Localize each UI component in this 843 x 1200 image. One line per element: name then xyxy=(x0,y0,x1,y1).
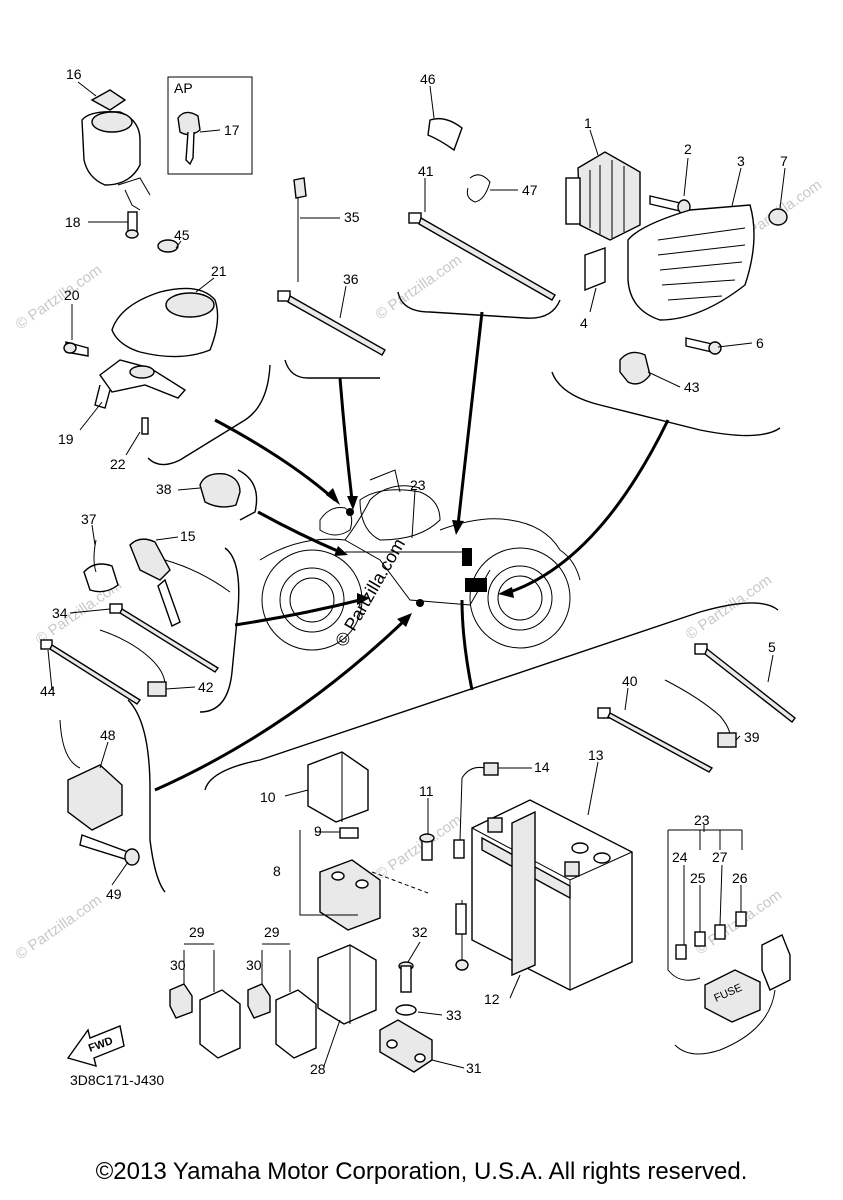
callout-label: 14 xyxy=(534,759,550,775)
rectifier-regulator-icon xyxy=(565,151,691,241)
battery-lead-icon xyxy=(453,762,499,971)
callout-label: 21 xyxy=(211,263,227,279)
callout-label: 10 xyxy=(260,789,276,805)
callout-label: 1 xyxy=(584,115,592,131)
callout-label: 49 xyxy=(106,886,122,902)
callout-labels: 1 2 3 4 5 6 7 8 9 10 11 12 13 14 15 16 1… xyxy=(40,66,788,1077)
callout-label: 7 xyxy=(780,153,788,169)
callout-label: 42 xyxy=(198,679,214,695)
ap-key-box: AP xyxy=(167,76,253,175)
callout-label: 39 xyxy=(744,729,760,745)
region-brackets xyxy=(127,291,781,893)
meter-bracket-icon xyxy=(63,341,187,435)
callout-label: 17 xyxy=(224,122,240,138)
cable-tie-icon xyxy=(408,212,556,301)
callout-label: 5 xyxy=(768,639,776,655)
callout-label: 41 xyxy=(418,163,434,179)
callout-label: 18 xyxy=(65,214,81,230)
relay-icon xyxy=(247,950,317,1059)
holder-icon xyxy=(83,539,119,593)
band-icon xyxy=(199,473,241,508)
callout-label: 35 xyxy=(344,209,360,225)
relay-cover-icon xyxy=(307,751,369,823)
region-leaders xyxy=(154,311,670,792)
callout-label: 26 xyxy=(732,870,748,886)
callout-label: 29 xyxy=(189,924,205,940)
callout-label: 44 xyxy=(40,683,56,699)
callout-label: 8 xyxy=(273,863,281,879)
watermark: © Partzilla.com xyxy=(373,251,466,323)
callout-label: 33 xyxy=(446,1007,462,1023)
callout-label: 23 xyxy=(410,477,426,493)
callout-label: 3 xyxy=(737,153,745,169)
callout-label: 24 xyxy=(672,849,688,865)
callout-label: 32 xyxy=(412,924,428,940)
callout-label: 48 xyxy=(100,727,116,743)
callout-label: 15 xyxy=(180,528,196,544)
callout-label: 46 xyxy=(420,71,436,87)
watermark: © Partzilla.com xyxy=(13,261,106,333)
watermark: © Partzilla.com xyxy=(683,571,776,643)
callout-label: 25 xyxy=(690,870,706,886)
callout-label: 9 xyxy=(314,823,322,839)
watermark: © Partzilla.com xyxy=(373,811,466,883)
bolt-icon xyxy=(419,833,435,861)
battery-icon xyxy=(471,799,633,991)
callout-label: 37 xyxy=(81,511,97,527)
callout-label: 12 xyxy=(484,991,500,1007)
motorcycle-outline xyxy=(259,469,581,651)
callout-label: 34 xyxy=(52,605,68,621)
callout-label: 16 xyxy=(66,66,82,82)
copyright-notice: ©2013 Yamaha Motor Corporation, U.S.A. A… xyxy=(95,1158,748,1185)
bolt-icon xyxy=(379,961,433,1073)
callout-label: 43 xyxy=(684,379,700,395)
meter-housing-icon xyxy=(111,239,219,358)
fwd-arrow-icon: FWD xyxy=(66,1025,125,1068)
callout-label: 45 xyxy=(174,227,190,243)
callout-label: 6 xyxy=(756,335,764,351)
relay-icon xyxy=(169,950,241,1059)
callout-label: 29 xyxy=(264,924,280,940)
callout-label: 30 xyxy=(170,957,186,973)
callout-label: 20 xyxy=(64,287,80,303)
callout-label: 23 xyxy=(694,812,710,828)
callout-label: 11 xyxy=(419,783,434,799)
callout-label: 38 xyxy=(156,481,172,497)
callout-label: 30 xyxy=(246,957,262,973)
cover-icon xyxy=(584,204,788,385)
watermark: © Partzilla.com xyxy=(13,891,106,963)
cable-tie-icon xyxy=(277,177,386,356)
fuse-box-icon: FUSE xyxy=(667,829,791,1055)
callout-label: 40 xyxy=(622,673,638,689)
sensor-icon xyxy=(129,538,231,627)
callout-label: 47 xyxy=(522,182,538,198)
callout-label: 27 xyxy=(712,849,728,865)
starter-relay-icon xyxy=(299,827,429,931)
callout-label: 28 xyxy=(310,1061,326,1077)
clamp-icon xyxy=(427,117,491,203)
leader-lines xyxy=(47,81,786,1069)
callout-label: 13 xyxy=(588,747,604,763)
callout-label: 36 xyxy=(343,271,359,287)
ap-label: AP xyxy=(174,80,193,96)
callout-label: 31 xyxy=(466,1060,482,1076)
key-icon xyxy=(177,111,201,166)
callout-label: 2 xyxy=(684,141,692,157)
control-unit-icon xyxy=(317,944,377,1025)
callout-label: 22 xyxy=(110,456,126,472)
callout-label: 4 xyxy=(580,315,588,331)
cable-tie-icon xyxy=(40,603,220,705)
relay-icon xyxy=(59,719,140,866)
diagram-part-code: 3D8C171-J430 xyxy=(70,1072,165,1088)
cable-tie-icon xyxy=(597,643,796,773)
ignition-switch-icon xyxy=(81,89,151,211)
bolt-icon xyxy=(125,211,139,239)
callout-label: 19 xyxy=(58,431,74,447)
